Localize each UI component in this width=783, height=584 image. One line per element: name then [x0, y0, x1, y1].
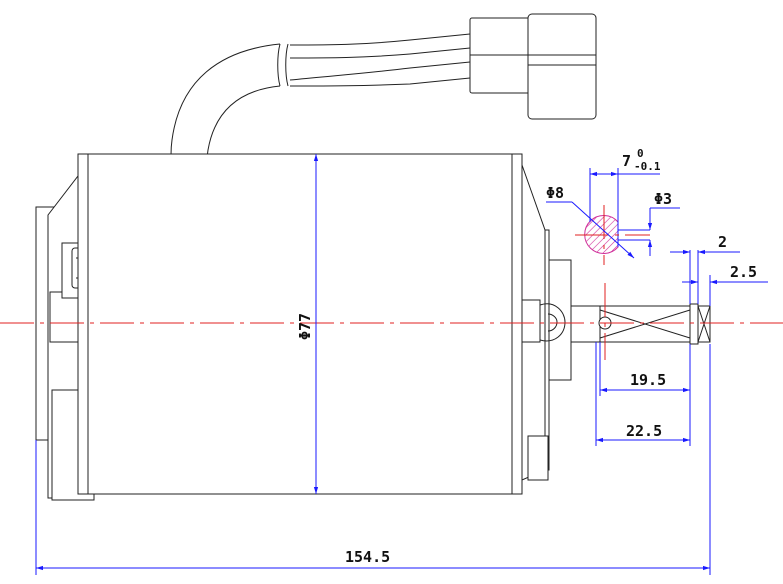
dim-flat-length — [599, 342, 690, 396]
label-total-length: 154.5 — [345, 548, 390, 566]
label-dim-2-5: 2.5 — [730, 263, 757, 281]
motor-housing — [77, 153, 523, 495]
dim-total-length — [35, 344, 711, 575]
label-hole-diameter: Φ3 — [654, 190, 672, 208]
shaft-section — [575, 205, 650, 265]
label-flat-length: 19.5 — [630, 371, 666, 389]
shaft — [570, 303, 711, 345]
label-shaft-diameter: Φ8 — [546, 184, 564, 202]
dim-shaft-length — [595, 342, 691, 446]
label-flat-width: 7 — [622, 152, 631, 170]
dim-shaft-diameter — [546, 201, 635, 259]
label-flat-tol-upper: 0 — [637, 147, 644, 160]
dim-flat-width — [589, 168, 660, 222]
connector — [469, 13, 597, 120]
dim-collar — [670, 249, 768, 306]
label-body-diameter: Φ77 — [296, 313, 314, 340]
dim-hole-diameter — [647, 207, 680, 256]
label-flat-tol-lower: -0.1 — [634, 160, 661, 173]
label-dim-2: 2 — [718, 233, 727, 251]
label-shaft-length: 22.5 — [626, 422, 662, 440]
